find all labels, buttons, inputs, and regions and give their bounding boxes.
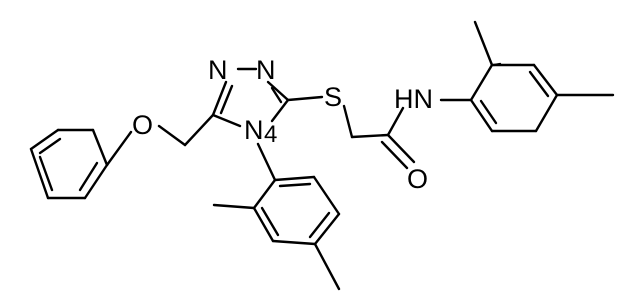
atom-n4-locant: 4 [264,121,277,148]
atom-carbonyl-oxygen-label: O [407,164,428,194]
ether-linker [105,113,215,167]
phenoxy-ring [29,128,109,200]
atom-ether-oxygen-label: O [132,110,153,140]
triazole-ring [211,67,290,128]
atom-n2-label: N [256,55,276,85]
atom-s-label: S [324,82,342,112]
atom-n4-label: N [244,115,264,145]
atom-n1-label: N [208,55,228,85]
atom-amide-nh-label: HN [394,84,433,114]
n-aryl-ring [212,142,341,291]
anilide-ring [439,20,615,133]
thioacetamide-chain [286,95,416,170]
